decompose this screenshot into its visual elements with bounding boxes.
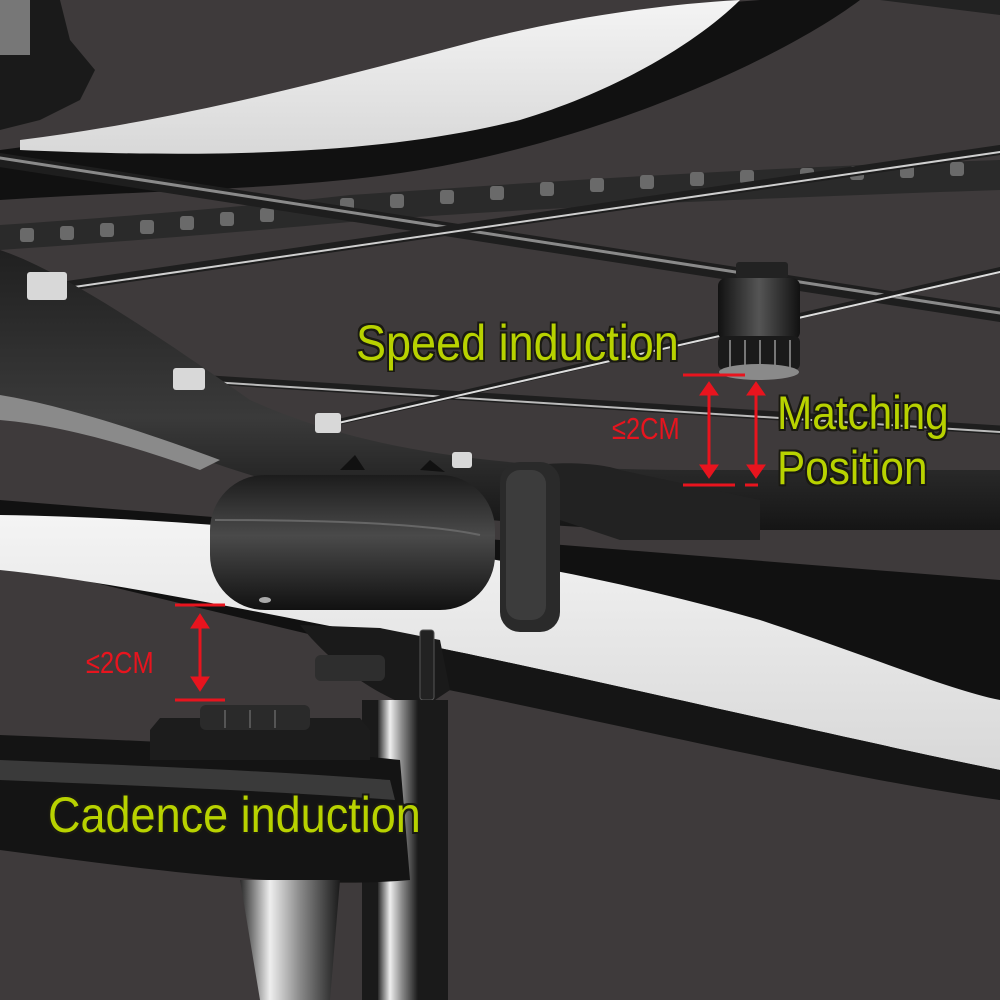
cadence-gap-dimension bbox=[175, 603, 225, 702]
matching-position-label-line1: Matching bbox=[777, 386, 949, 439]
top-frame-tube bbox=[0, 0, 1000, 200]
speed-gap-dimension bbox=[683, 373, 766, 487]
speed-magnet bbox=[718, 262, 800, 380]
cadence-induction-label: Cadence induction bbox=[48, 787, 421, 843]
crank-arm bbox=[0, 735, 410, 1000]
crank-bolt bbox=[0, 0, 30, 55]
speed-gap-label: ≤2CM bbox=[612, 411, 680, 446]
spoke-nipples bbox=[27, 272, 472, 468]
cadence-magnet bbox=[150, 705, 370, 760]
speed-cadence-sensor bbox=[210, 455, 495, 710]
wheel-rim bbox=[0, 250, 1000, 530]
speed-induction-label: Speed induction bbox=[356, 315, 679, 371]
cadence-gap-label: ≤2CM bbox=[86, 645, 154, 680]
wheel-spokes bbox=[0, 145, 1000, 435]
matching-position-label-line2: Position bbox=[777, 441, 928, 494]
sensor-arm bbox=[500, 462, 760, 632]
